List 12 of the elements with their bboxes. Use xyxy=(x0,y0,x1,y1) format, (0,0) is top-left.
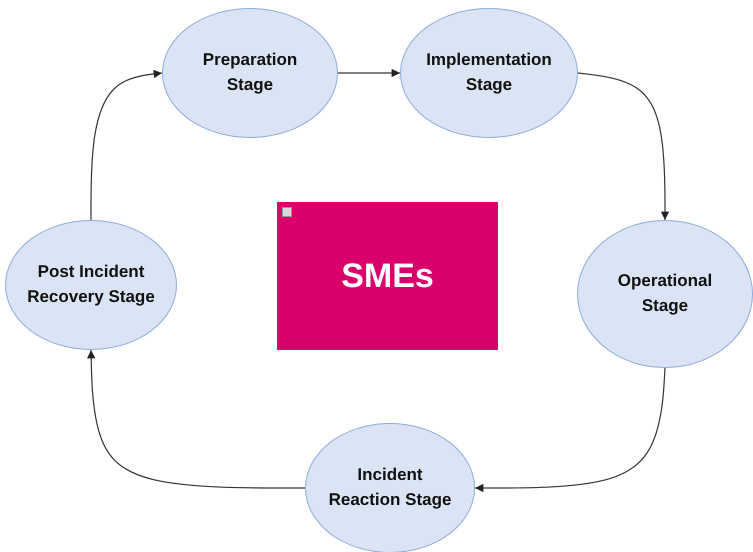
arrow xyxy=(87,350,305,489)
node-label: SMEs xyxy=(341,256,434,296)
node-label: Incident Reaction Stage xyxy=(328,464,452,511)
node-label: Implementation Stage xyxy=(425,49,553,96)
node-label: Preparation Stage xyxy=(202,49,298,96)
node-label: Operational Stage xyxy=(616,270,714,317)
arrow xyxy=(338,68,400,78)
center-box xyxy=(277,202,498,350)
arrow xyxy=(578,72,670,220)
node-label: Post Incident Recovery Stage xyxy=(26,261,156,308)
arrow xyxy=(90,70,162,220)
arrow xyxy=(475,368,666,492)
